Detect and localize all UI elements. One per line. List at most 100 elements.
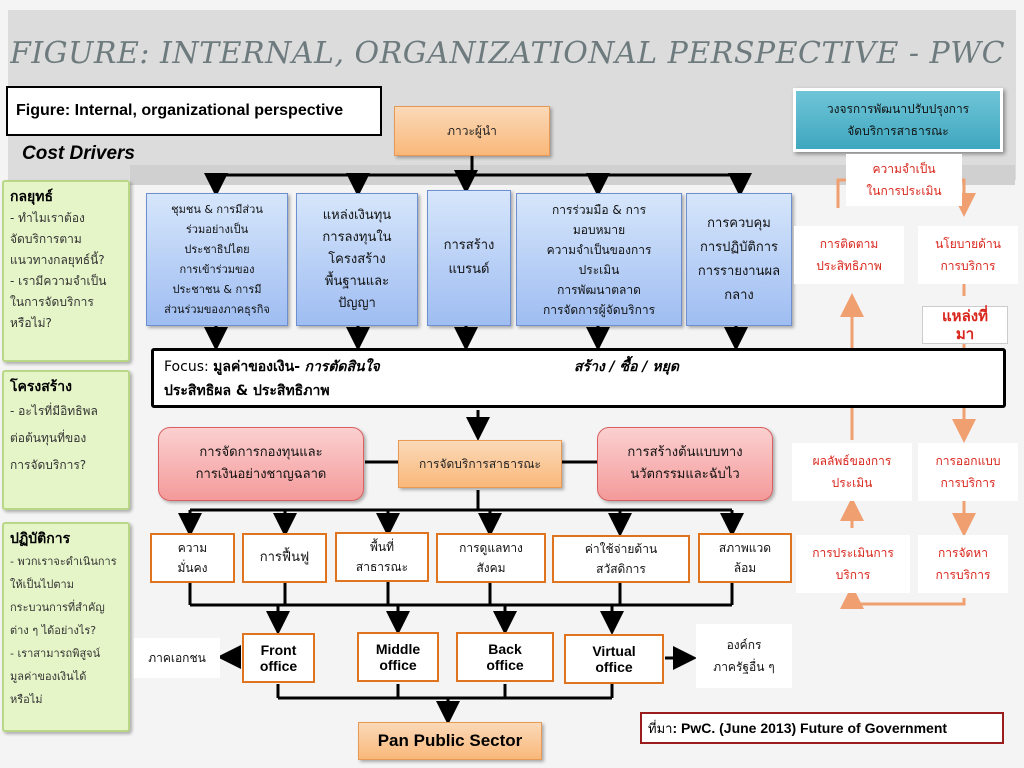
figure-label: Figure: Internal, organizational perspec… — [6, 86, 382, 136]
back-office-box: Back office — [456, 632, 554, 682]
strategy-line: หรือไม่? — [10, 316, 52, 330]
practice-line: กระบวนการที่สำคัญ — [10, 601, 105, 614]
box-line: office — [595, 659, 633, 675]
box-line: ส่วนร่วมของภาคธุรกิจ — [164, 302, 270, 316]
structure-line: ต่อต้นทุนที่ของ — [10, 431, 87, 445]
service-policy-box: นโยบายด้าน การบริการ — [918, 226, 1018, 284]
box-line: ความ — [177, 541, 208, 555]
practice-line: ต่าง ๆ ได้อย่างไร? — [10, 624, 97, 637]
source-text: : PwC. (June 2013) Future of Government — [672, 720, 948, 736]
service-design-box: การออกแบบ การบริการ — [918, 443, 1018, 501]
box-line: การปฏิบัติการ — [700, 239, 778, 255]
welfare-cost-box: ค่าใช้จ่ายด้าน สวัสดิการ — [552, 535, 690, 583]
practice-line: หรือไม่ — [10, 693, 43, 706]
focus-actions: สร้าง / ซื้อ / หยุด — [574, 359, 679, 375]
box-line: ประสิทธิภาพ — [816, 259, 882, 273]
box-line: Front — [260, 642, 297, 658]
box-line: แหล่งเงินทุน — [322, 207, 392, 223]
box-line: นวัตกรรมและฉับไว — [630, 467, 740, 482]
box-line: การจัดการผู้จัดบริการ — [542, 302, 656, 317]
strategy-line: - เรามีความจำเป็น — [10, 274, 107, 288]
box-line: การสร้างต้นแบบทาง — [627, 445, 743, 460]
box-line: ชุมชน & การมีส่วน — [171, 202, 263, 216]
recovery-box: การฟื้นฟู — [242, 533, 327, 583]
strategy-box: กลยุทธ์ - ทำไมเราต้อง จัดบริการตาม แนวทา… — [2, 180, 130, 362]
box-line: การเงินอย่างชาญฉลาด — [195, 467, 327, 482]
box-line: การร่วมมือ & การ — [551, 202, 647, 217]
operations-control-box: การควบคุม การปฏิบัติการ การรายงานผล กลาง — [686, 193, 792, 326]
leadership-box: ภาวะผู้นำ — [394, 106, 550, 156]
box-line: office — [486, 657, 524, 673]
box-line: การออกแบบ — [935, 454, 1001, 468]
practice-line: - เราสามารถพิสูจน์ — [10, 647, 101, 660]
focus-value: มูลค่าของเงิน- — [213, 359, 301, 375]
structure-line: - อะไรที่มีอิทธิพล — [10, 404, 98, 418]
strategy-heading: กลยุทธ์ — [10, 189, 54, 205]
fund-management-box: การจัดการกองทุนและ การเงินอย่างชาญฉลาด — [158, 427, 364, 501]
box-line: การดูแลทาง — [459, 541, 523, 555]
box-line: ประเมิน — [831, 476, 873, 490]
box-line: สาธารณะ — [355, 560, 409, 574]
box-line: การจัดการกองทุนและ — [199, 445, 323, 460]
box-line: พื้นฐานและ — [324, 273, 390, 289]
environment-box: สภาพแวด ล้อม — [698, 533, 792, 583]
box-line: Middle — [375, 641, 421, 657]
focus-decision: การตัดสินใจ — [304, 359, 380, 375]
box-line: ความจำเป็นของการ — [546, 242, 652, 257]
box-line: ในการประเมิน — [866, 184, 942, 198]
source-citation: ที่มา: PwC. (June 2013) Future of Govern… — [640, 712, 1004, 744]
practice-line: ให้เป็นไปตาม — [10, 578, 74, 591]
box-line: Back — [488, 641, 522, 657]
cost-drivers-label: Cost Drivers — [22, 143, 135, 164]
slide-title: FIGURE: INTERNAL, ORGANIZATIONAL PERSPEC… — [10, 36, 1006, 71]
source-label-box: แหล่งที่ มา — [922, 306, 1008, 344]
box-line: แบรนด์ — [448, 262, 490, 277]
box-line: การรายงานผล — [697, 263, 781, 279]
box-line: จัดบริการสาธารณะ — [847, 124, 949, 138]
focus-box: Focus: มูลค่าของเงิน- การตัดสินใจ สร้าง … — [151, 348, 1006, 408]
practice-heading: ปฏิบัติการ — [10, 531, 71, 547]
box-line: พื้นที่ — [369, 540, 395, 554]
box-line: ภาครัฐอื่น ๆ — [713, 660, 775, 674]
focus-line-1: Focus: มูลค่าของเงิน- การตัดสินใจ สร้าง … — [164, 355, 993, 379]
practice-box: ปฏิบัติการ - พวกเราจะดำเนินการ ให้เป็นไป… — [2, 522, 130, 732]
box-line: ความจำเป็น — [872, 162, 936, 176]
box-line: กลาง — [724, 287, 754, 303]
strategy-line: แนวทางกลยุทธ์นี้? — [10, 253, 105, 267]
public-space-box: พื้นที่ สาธารณะ — [335, 532, 429, 582]
box-line: สังคม — [476, 561, 506, 575]
security-box: ความ มั่นคง — [150, 533, 235, 583]
box-line: office — [259, 658, 298, 674]
box-line: ประชาธิปไตย — [184, 242, 250, 256]
other-government-box: องค์กร ภาครัฐอื่น ๆ — [696, 624, 792, 688]
pan-public-sector-box: Pan Public Sector — [358, 722, 542, 760]
box-line: ประชาชน & การมี — [172, 282, 262, 296]
box-line: Virtual — [592, 643, 636, 659]
box-line: ปัญญา — [338, 295, 376, 311]
focus-prefix: Focus: — [164, 359, 209, 375]
box-line: การเข้าร่วมของ — [179, 262, 255, 276]
box-line: วงจรการพัฒนาปรับปรุงการ — [826, 102, 970, 116]
box-line: การพัฒนาตลาด — [557, 282, 641, 297]
service-procurement-box: การจัดหา การบริการ — [918, 535, 1008, 593]
structure-heading: โครงสร้าง — [10, 379, 73, 395]
box-line: การควบคุม — [707, 215, 771, 231]
strategy-line: ในการจัดบริการ — [10, 295, 94, 309]
evaluation-outcome-box: ผลลัพธ์ของการ ประเมิน — [792, 443, 912, 501]
box-line: ล้อม — [733, 561, 757, 575]
box-line: การลงทุนใน — [322, 229, 392, 245]
improvement-cycle-box: วงจรการพัฒนาปรับปรุงการ จัดบริการสาธารณะ — [793, 88, 1003, 152]
box-line: การติดตาม — [819, 237, 879, 251]
box-line: มั่นคง — [177, 561, 208, 575]
source-label-line: แหล่งที่ — [942, 307, 988, 325]
box-line: การบริการ — [940, 476, 996, 490]
box-line: การประเมินการ — [812, 546, 894, 560]
middle-office-box: Middle office — [357, 632, 439, 682]
box-line: การจัดหา — [938, 546, 988, 560]
focus-line-2: ประสิทธิผล & ประสิทธิภาพ — [164, 383, 330, 399]
box-line: ค่าใช้จ่ายด้าน — [584, 542, 658, 556]
box-line: การบริการ — [935, 568, 991, 582]
box-line: ผลลัพธ์ของการ — [812, 454, 892, 468]
source-label-line: มา — [955, 325, 975, 343]
